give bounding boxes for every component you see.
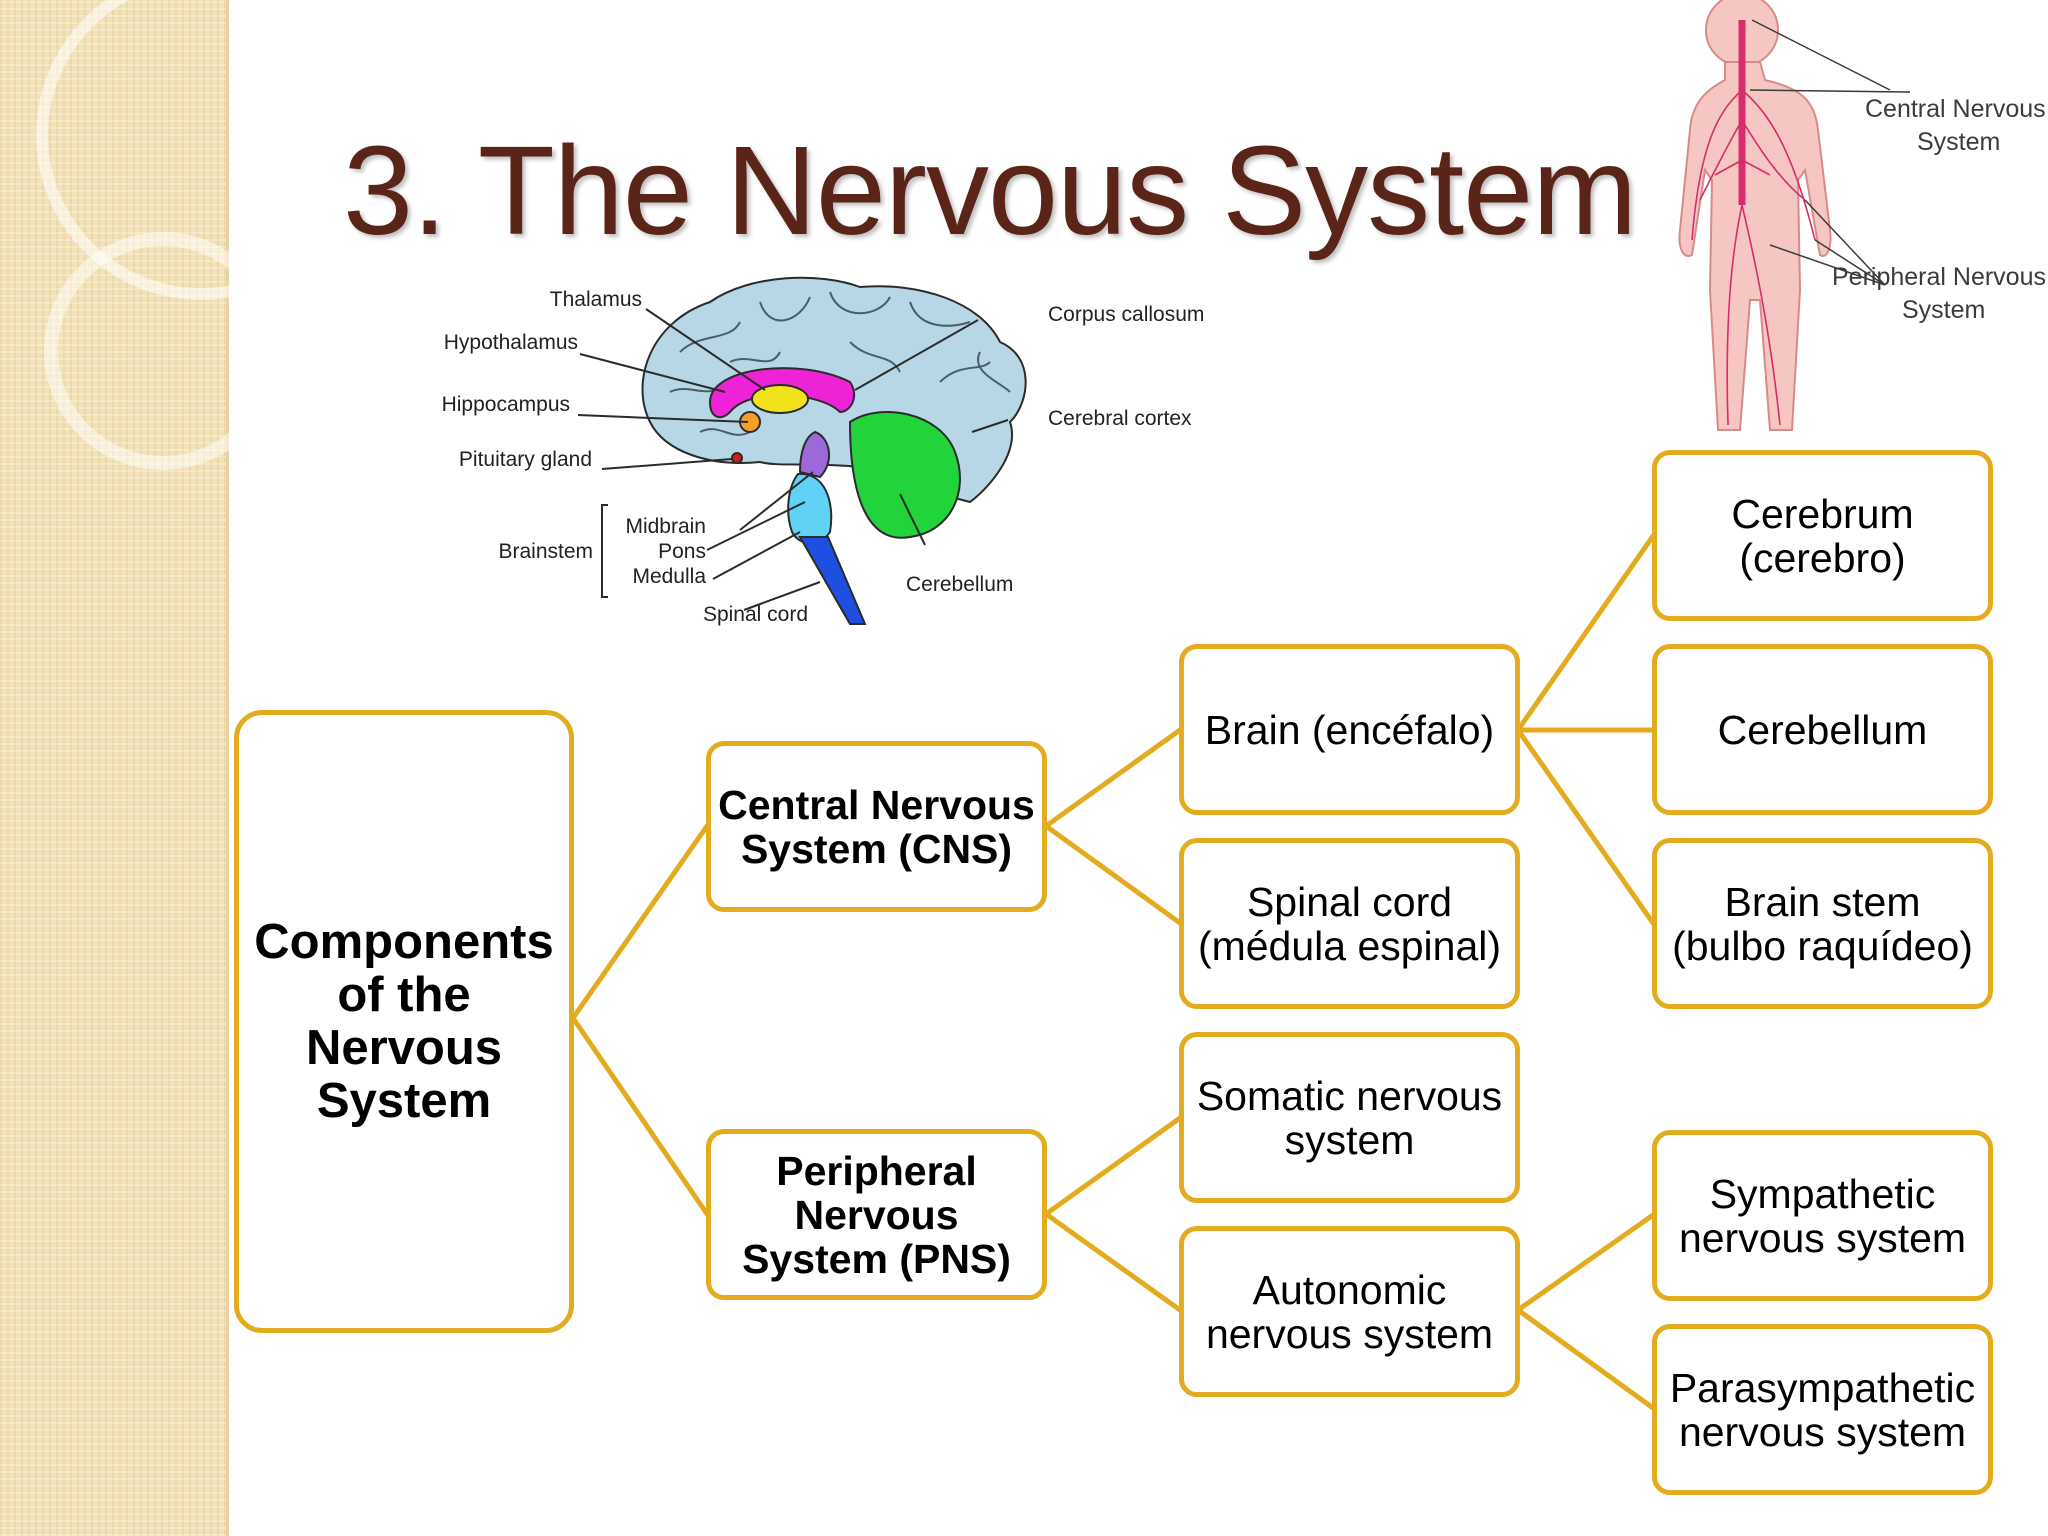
label-cerebellum: Cerebellum xyxy=(906,573,1013,596)
body-nervous-system-figure: Central Nervous System Peripheral Nervou… xyxy=(1678,0,2046,431)
label-brainstem: Brainstem xyxy=(498,540,593,563)
label-midbrain: Midbrain xyxy=(625,515,706,538)
node-somatic-nervous-system: Somatic nervous system xyxy=(1179,1032,1520,1203)
node-spinal-cord: Spinal cord (médula espinal) xyxy=(1179,838,1520,1009)
node-brain-stem-text: Brain stem (bulbo raquídeo) xyxy=(1672,878,1973,969)
label-corpus-callosum: Corpus callosum xyxy=(1048,303,1204,326)
node-cns-text: Central Nervous System (CNS) xyxy=(718,781,1035,872)
label-medulla: Medulla xyxy=(632,565,706,588)
side-panel-edge xyxy=(226,0,229,1536)
node-parasympathetic-text: Parasympathetic nervous system xyxy=(1669,1364,1976,1455)
label-thalamus: Thalamus xyxy=(550,288,642,311)
spinal-cord-shape xyxy=(798,536,867,625)
slide-title: 3. The Nervous System xyxy=(343,120,1637,261)
label-pituitary-gland: Pituitary gland xyxy=(459,448,592,471)
label-peripheral-nervous-system-line2: System xyxy=(1902,296,1985,324)
node-autonomic-text: Autonomic nervous system xyxy=(1205,1266,1494,1357)
label-central-nervous-system-line1: Central Nervous xyxy=(1865,95,2046,123)
node-root-text: Components of the Nervous System xyxy=(254,914,554,1128)
nerve-lines xyxy=(1691,20,1816,426)
node-peripheral-nervous-system: Peripheral Nervous System (PNS) xyxy=(706,1129,1047,1300)
label-pons: Pons xyxy=(658,540,706,563)
node-cerebrum: Cerebrum (cerebro) xyxy=(1652,450,1993,621)
label-hippocampus: Hippocampus xyxy=(442,393,570,416)
brain-diagram: Thalamus Hypothalamus Hippocampus Pituit… xyxy=(442,276,1204,626)
node-pns-text: Peripheral Nervous System (PNS) xyxy=(742,1147,1011,1282)
node-central-nervous-system: Central Nervous System (CNS) xyxy=(706,741,1047,912)
pituitary-shape xyxy=(731,452,743,464)
node-brain-text: Brain (encéfalo) xyxy=(1204,706,1495,753)
node-brain: Brain (encéfalo) xyxy=(1179,644,1520,815)
thalamus-shape xyxy=(751,384,809,414)
node-cerebrum-text: Cerebrum (cerebro) xyxy=(1731,490,1914,581)
label-central-nervous-system-line2: System xyxy=(1917,128,2000,156)
node-parasympathetic-nervous-system: Parasympathetic nervous system xyxy=(1652,1324,1993,1495)
node-components-of-nervous-system: Components of the Nervous System xyxy=(234,710,574,1333)
label-hypothalamus: Hypothalamus xyxy=(444,331,578,354)
label-spinal-cord: Spinal cord xyxy=(703,603,808,626)
node-spinal-cord-text: Spinal cord (médula espinal) xyxy=(1197,878,1502,969)
node-somatic-text: Somatic nervous system xyxy=(1196,1072,1503,1163)
node-brain-stem: Brain stem (bulbo raquídeo) xyxy=(1652,838,1993,1009)
node-autonomic-nervous-system: Autonomic nervous system xyxy=(1179,1226,1520,1397)
body-torso xyxy=(1678,61,1832,431)
label-cerebral-cortex: Cerebral cortex xyxy=(1048,407,1192,430)
node-cerebellum: Cerebellum xyxy=(1652,644,1993,815)
node-sympathetic-nervous-system: Sympathetic nervous system xyxy=(1652,1130,1993,1301)
node-sympathetic-text: Sympathetic nervous system xyxy=(1678,1170,1967,1261)
label-peripheral-nervous-system-line1: Peripheral Nervous xyxy=(1832,263,2046,291)
cerebellum-shape xyxy=(848,411,961,539)
node-cerebellum-text: Cerebellum xyxy=(1717,706,1928,753)
